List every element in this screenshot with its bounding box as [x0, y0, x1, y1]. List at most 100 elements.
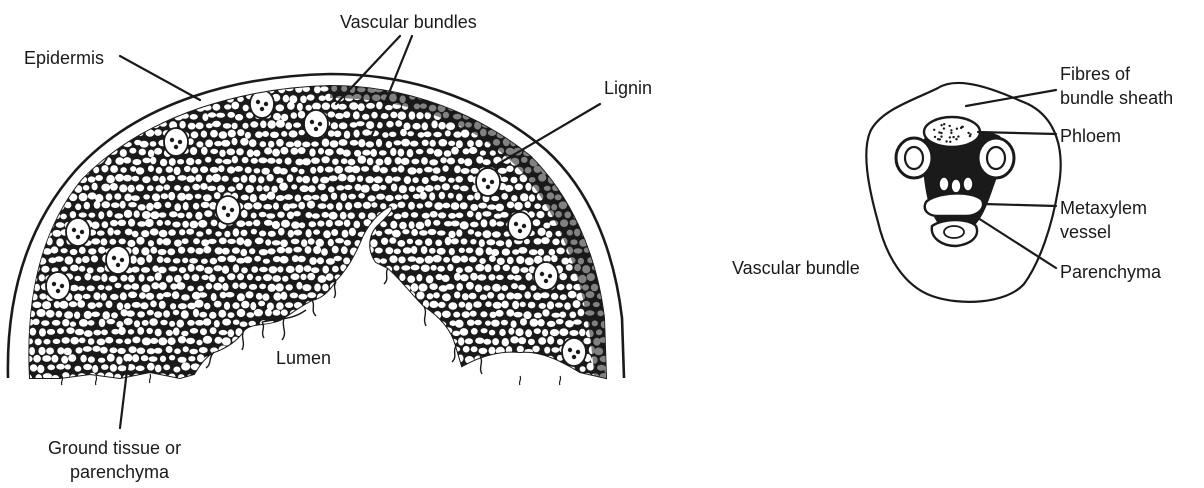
- parenchyma-cell: [492, 284, 501, 292]
- parenchyma-cell: [512, 301, 519, 309]
- parenchyma-cell: [62, 157, 69, 165]
- parenchyma-cell: [618, 158, 625, 166]
- phloem-dot: [938, 131, 940, 133]
- parenchyma-cell: [559, 273, 567, 280]
- parenchyma-cell: [161, 85, 167, 91]
- parenchyma-cell: [335, 238, 344, 243]
- parenchyma-cell: [70, 265, 79, 272]
- parenchyma-cell: [89, 373, 97, 381]
- phloem-dot: [967, 132, 969, 134]
- parenchyma-cell: [32, 192, 41, 199]
- parenchyma-cell: [573, 86, 581, 94]
- parenchyma-cell: [71, 86, 77, 92]
- parenchyma-cell: [98, 358, 105, 363]
- parenchyma-cell: [128, 329, 134, 334]
- parenchyma-cell: [293, 247, 302, 253]
- parenchyma-cell: [412, 177, 418, 183]
- parenchyma-cell: [425, 256, 434, 264]
- parenchyma-cell: [440, 157, 447, 163]
- parenchyma-cell: [336, 202, 343, 210]
- parenchyma-cell: [348, 194, 356, 200]
- parenchyma-cell: [345, 292, 352, 299]
- parenchyma-cell: [349, 228, 356, 236]
- parenchyma-cell: [78, 106, 86, 111]
- parenchyma-cell: [232, 283, 238, 289]
- parenchyma-cell: [219, 131, 228, 139]
- parenchyma-cell: [439, 192, 445, 200]
- parenchyma-cell: [456, 103, 465, 110]
- parenchyma-cell: [491, 196, 499, 201]
- parenchyma-cell: [120, 149, 127, 157]
- parenchyma-cell: [409, 221, 415, 229]
- parenchyma-cell: [120, 201, 126, 209]
- parenchyma-cell: [374, 176, 383, 183]
- parenchyma-cell: [54, 113, 63, 120]
- parenchyma-cell: [375, 248, 383, 254]
- parenchyma-cell: [35, 104, 41, 112]
- parenchyma-cell: [251, 158, 258, 164]
- parenchyma-cell: [204, 210, 212, 217]
- phloem-dot: [957, 135, 959, 137]
- parenchyma-cell: [79, 247, 86, 254]
- parenchyma-cell: [249, 248, 255, 254]
- parenchyma-cell: [358, 139, 365, 147]
- parenchyma-cell: [72, 77, 81, 83]
- parenchyma-cell: [279, 168, 287, 175]
- parenchyma-cell: [587, 237, 595, 245]
- parenchyma-cell: [416, 346, 424, 353]
- parenchyma-cell: [456, 267, 463, 273]
- parenchyma-cell: [371, 202, 377, 207]
- parenchyma-cell: [174, 348, 181, 354]
- parenchyma-cell: [484, 86, 490, 93]
- parenchyma-cell: [334, 131, 342, 138]
- parenchyma-cell: [318, 76, 325, 82]
- parenchyma-cell: [416, 186, 425, 193]
- parenchyma-cell: [173, 310, 179, 315]
- parenchyma-cell: [217, 365, 225, 373]
- parenchyma-cell: [222, 283, 228, 291]
- parenchyma-cell: [478, 203, 487, 209]
- parenchyma-cell: [119, 239, 126, 245]
- parenchyma-cell: [357, 176, 363, 182]
- parenchyma-cell: [97, 121, 106, 127]
- parenchyma-cell: [363, 202, 371, 209]
- parenchyma-cell: [199, 367, 205, 373]
- parenchyma-cell: [425, 365, 433, 371]
- parenchyma-cell: [502, 249, 510, 256]
- parenchyma-cell: [219, 150, 225, 157]
- parenchyma-cell: [260, 141, 267, 147]
- parenchyma-cell: [227, 112, 235, 118]
- parenchyma-cell: [35, 120, 41, 127]
- parenchyma-cell: [426, 327, 432, 335]
- parenchyma-cell: [538, 85, 547, 91]
- parenchyma-cell: [433, 255, 442, 262]
- parenchyma-cell: [79, 338, 86, 344]
- parenchyma-cell: [496, 97, 505, 103]
- parenchyma-cell: [25, 176, 33, 181]
- parenchyma-cell: [206, 175, 213, 183]
- parenchyma-cell: [582, 156, 588, 164]
- parenchyma-cell: [531, 87, 538, 93]
- parenchyma-cell: [578, 309, 585, 317]
- parenchyma-cell: [434, 185, 441, 191]
- parenchyma-cell: [276, 158, 282, 164]
- parenchyma-cell: [57, 347, 64, 354]
- parenchyma-cell: [429, 283, 437, 290]
- phloem-dot: [969, 133, 971, 135]
- parenchyma-cell: [154, 95, 163, 103]
- parenchyma-cell: [520, 141, 526, 147]
- parenchyma-cell: [561, 131, 569, 138]
- parenchyma-cell: [434, 76, 442, 84]
- phloem-dot: [943, 127, 945, 129]
- parenchyma-cell: [381, 311, 389, 319]
- parenchyma-cell: [448, 141, 455, 146]
- parenchyma-cell: [147, 363, 155, 371]
- parenchyma-cell: [602, 194, 608, 202]
- parenchyma-cell: [53, 86, 59, 92]
- parenchyma-cell: [381, 365, 388, 370]
- parenchyma-cell: [53, 176, 61, 181]
- parenchyma-cell: [586, 95, 594, 101]
- parenchyma-cell: [213, 373, 220, 378]
- parenchyma-cell: [309, 149, 315, 157]
- parenchyma-cell: [460, 328, 469, 336]
